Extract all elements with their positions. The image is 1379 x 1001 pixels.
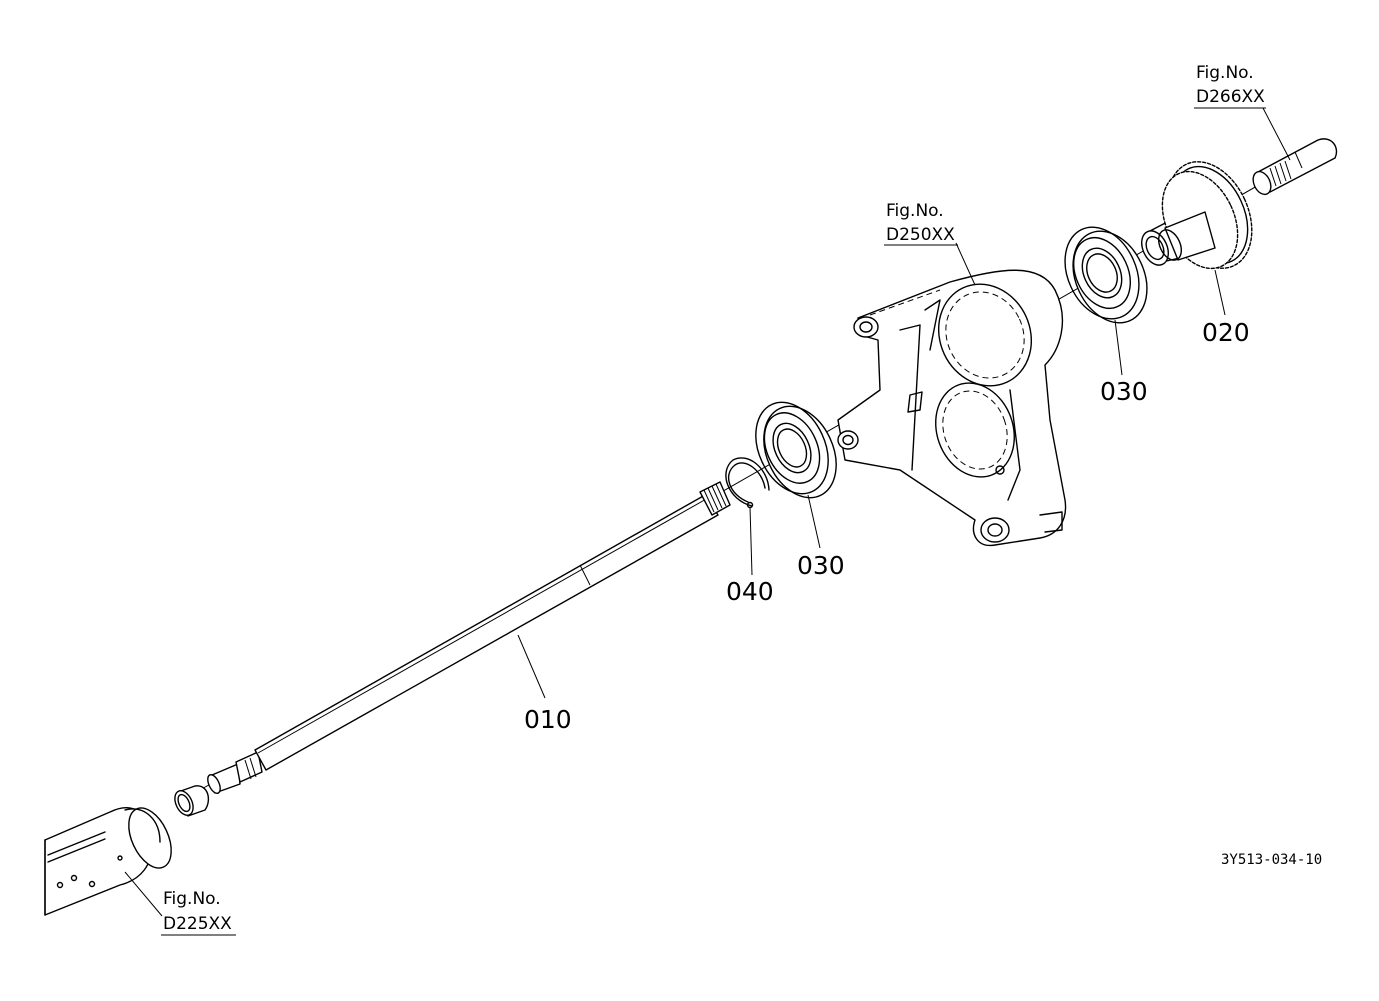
part-number-010: 010	[524, 705, 572, 734]
fig-ref-title: Fig.No.	[1196, 63, 1254, 83]
bearing-030-front-leader	[807, 494, 821, 549]
fig-ref-d266xx: Fig.No. D266XX	[1194, 63, 1266, 109]
output-shaft	[1252, 138, 1338, 196]
fig-ref-code: D266XX	[1196, 87, 1265, 107]
fig-ref-code: D225XX	[163, 914, 232, 934]
snap-ring-040-leader	[749, 506, 753, 576]
part-number-030-rear: 030	[1100, 377, 1148, 406]
fig-ref-title: Fig.No.	[163, 889, 221, 909]
coupling-leader	[124, 871, 163, 917]
bearing-030-rear	[1064, 226, 1148, 324]
fig-ref-d225xx: Fig.No. D225XX	[161, 889, 236, 936]
coupling-sleeve	[44, 807, 172, 916]
part-number-030-front: 030	[797, 551, 845, 580]
fig-ref-code: D250XX	[886, 225, 955, 245]
bearing-030-front	[755, 401, 837, 499]
gear-housing	[837, 269, 1067, 547]
part-number-040: 040	[726, 577, 774, 606]
housing-leader	[955, 242, 976, 286]
bearing-030-rear-leader	[1114, 319, 1123, 376]
shaft-010-leader	[517, 634, 546, 699]
drawing-code: 3Y513-034-10	[1221, 852, 1322, 868]
shaft-010	[207, 481, 731, 795]
gear-020-leader	[1214, 269, 1226, 316]
fig-ref-d250xx: Fig.No. D250XX	[884, 201, 958, 246]
fig-ref-title: Fig.No.	[886, 201, 944, 221]
gear-020	[1141, 161, 1253, 270]
output-shaft-leader	[1262, 107, 1291, 161]
part-number-020: 020	[1202, 318, 1250, 347]
collar	[174, 785, 210, 817]
snap-ring-040	[725, 457, 770, 509]
